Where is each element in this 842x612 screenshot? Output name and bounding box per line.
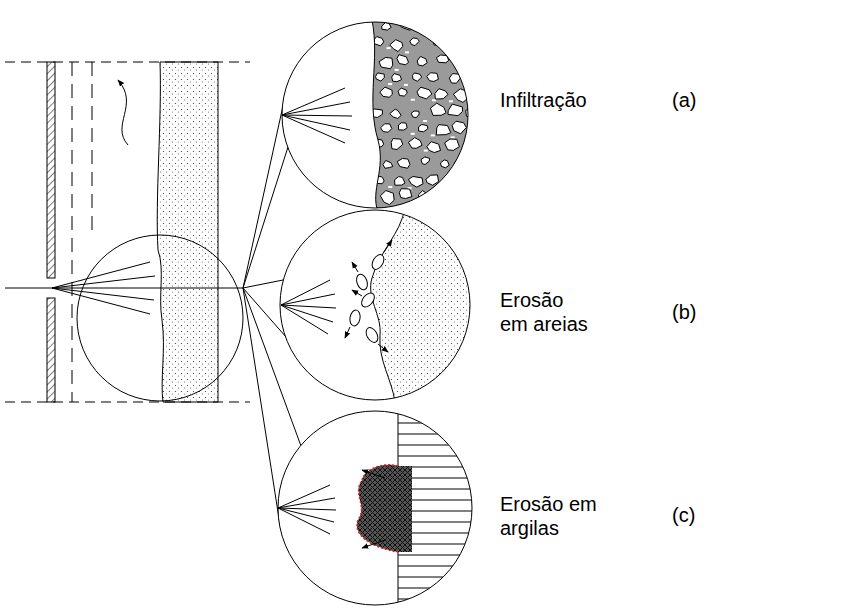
sand-view (280, 208, 480, 402)
figure-label: Erosão em argilas (500, 492, 600, 540)
dashed-line (72, 62, 73, 402)
flow-lines (52, 262, 155, 314)
sand-fill (157, 62, 218, 402)
wall (47, 62, 55, 278)
callout-letter: (a) (672, 88, 712, 112)
axis-line (5, 288, 243, 289)
flow-arrow (118, 80, 128, 145)
gravel-view (282, 19, 487, 223)
dashed-line (92, 62, 93, 235)
figure-label: Erosão em areias (500, 288, 592, 336)
figure-label: Infiltração (500, 88, 660, 112)
callout-letter: (b) (672, 300, 712, 324)
detail-circle (77, 235, 243, 401)
clay-view (278, 410, 480, 610)
callout-letter: (c) (672, 503, 712, 527)
wall (47, 298, 55, 402)
